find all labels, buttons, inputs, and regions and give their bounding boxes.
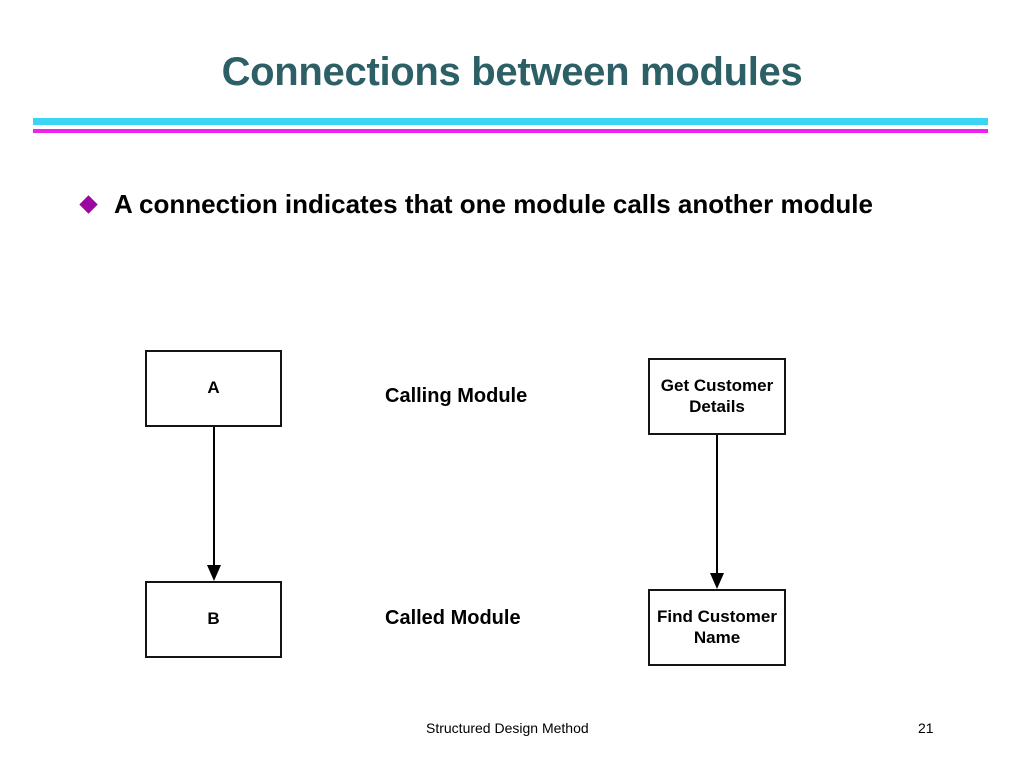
divider-rule-magenta [33,129,988,133]
footer-title: Structured Design Method [426,720,589,736]
caption-calling-module: Calling Module [385,385,528,407]
divider-rule-cyan [33,118,988,125]
slide-footer: Structured Design Method 21 [0,720,1024,744]
module-box-b[interactable]: B [145,581,282,658]
module-box-find-customer-name[interactable]: Find Customer Name [648,589,786,666]
page-title: Connections between modules [221,50,803,94]
title-divider [33,118,988,136]
caption-called-module: Called Module [385,607,521,629]
footer-page-number: 21 [918,720,934,736]
module-box-get-customer-details[interactable]: Get Customer Details [648,358,786,435]
bullet-item-label: A connection indicates that one module c… [114,189,873,219]
module-box-a[interactable]: A [145,350,282,427]
arrowhead-get-to-find [710,573,724,589]
arrowhead-a-to-b [207,565,221,581]
diamond-bullet-icon [79,195,98,214]
bullet-list-item: A connection indicates that one module c… [78,186,908,223]
